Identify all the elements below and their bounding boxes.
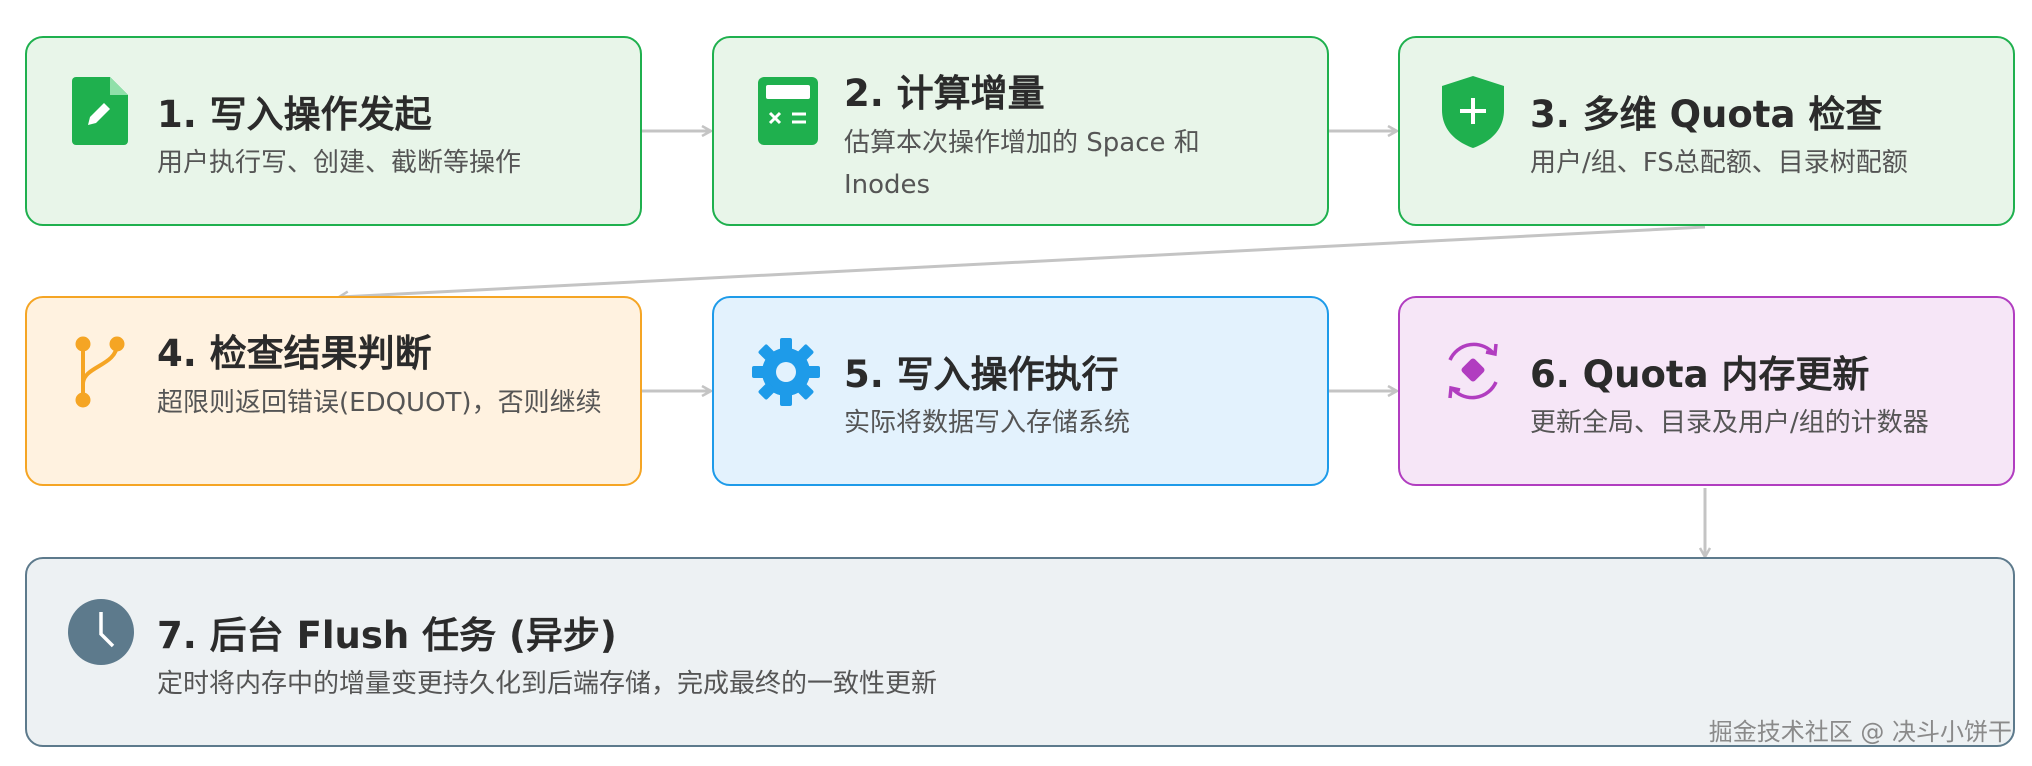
step-6-desc: 更新全局、目录及用户/组的计数器 bbox=[1530, 408, 1929, 438]
step-4-card: 4. 检查结果判断 超限则返回错误(EDQUOT)，否则继续 bbox=[25, 296, 642, 486]
step-2-card: 2. 计算增量 估算本次操作增加的 Space 和 Inodes bbox=[712, 36, 1329, 226]
step-4-title: 4. 检查结果判断 bbox=[157, 332, 432, 375]
step-4-desc: 超限则返回错误(EDQUOT)，否则继续 bbox=[157, 388, 602, 418]
step-3-card: 3. 多维 Quota 检查 用户/组、FS总配额、目录树配额 bbox=[1398, 36, 2015, 226]
shield-plus-icon bbox=[1442, 76, 1504, 148]
watermark: 掘金技术社区 @ 决斗小饼干 bbox=[1708, 718, 2012, 746]
calculator-icon bbox=[758, 77, 818, 145]
step-5-title: 5. 写入操作执行 bbox=[844, 353, 1119, 396]
arrow-3-4 bbox=[340, 225, 1706, 297]
step-3-title: 3. 多维 Quota 检查 bbox=[1530, 93, 1883, 136]
step-3-desc: 用户/组、FS总配额、目录树配额 bbox=[1530, 148, 1908, 178]
step-7-card: 7. 后台 Flush 任务 (异步) 定时将内存中的增量变更持久化到后端存储，… bbox=[25, 557, 2015, 747]
branch-icon bbox=[75, 336, 125, 408]
step-5-desc: 实际将数据写入存储系统 bbox=[844, 408, 1131, 438]
step-7-desc: 定时将内存中的增量变更持久化到后端存储，完成最终的一致性更新 bbox=[157, 669, 938, 699]
step-7-title: 7. 后台 Flush 任务 (异步) bbox=[157, 614, 617, 657]
step-5-card: 5. 写入操作执行 实际将数据写入存储系统 bbox=[712, 296, 1329, 486]
step-6-title: 6. Quota 内存更新 bbox=[1530, 353, 1870, 396]
file-edit-icon bbox=[72, 77, 128, 145]
step-1-title: 1. 写入操作发起 bbox=[157, 93, 432, 136]
sync-icon bbox=[1448, 342, 1498, 400]
step-2-desc: 估算本次操作增加的 Space 和 Inodes bbox=[844, 128, 1200, 200]
step-2-title: 2. 计算增量 bbox=[844, 72, 1045, 115]
step-6-card: 6. Quota 内存更新 更新全局、目录及用户/组的计数器 bbox=[1398, 296, 2015, 486]
step-1-desc: 用户执行写、创建、截断等操作 bbox=[157, 148, 522, 178]
gear-icon bbox=[752, 338, 820, 406]
clock-icon bbox=[68, 599, 134, 665]
step-1-card: 1. 写入操作发起 用户执行写、创建、截断等操作 bbox=[25, 36, 642, 226]
